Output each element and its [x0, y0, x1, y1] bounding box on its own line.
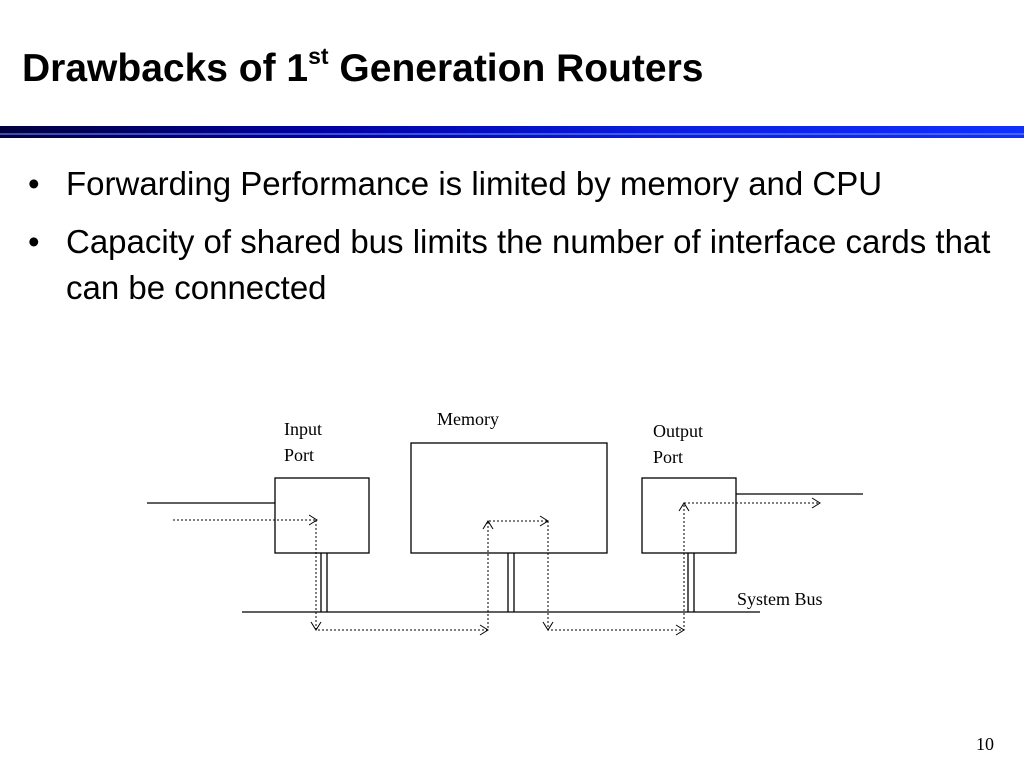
title-divider-highlight — [0, 133, 1024, 135]
memory-bus-connector — [507, 553, 515, 612]
bullet-list: • Forwarding Performance is limited by m… — [22, 161, 1012, 323]
input-port-label: Input Port — [284, 416, 322, 468]
arrowhead-down-icon — [542, 621, 554, 631]
title-prefix: Drawbacks of 1 — [22, 47, 309, 90]
title-superscript: st — [308, 43, 329, 69]
arrowhead-right-icon — [539, 515, 549, 527]
arrowhead-right-icon — [675, 624, 685, 636]
bullet-icon: • — [28, 223, 40, 260]
input-port-label-line1: Input — [284, 419, 322, 439]
output-port-label-line1: Output — [653, 421, 704, 441]
output-port-bus-connector — [687, 553, 695, 612]
arrowhead-up-icon — [482, 520, 494, 530]
title-suffix: Generation Routers — [328, 47, 704, 90]
bullet-item: • Capacity of shared bus limits the numb… — [22, 219, 1012, 311]
arrowhead-right-icon — [308, 514, 318, 526]
bullet-item: • Forwarding Performance is limited by m… — [22, 161, 1012, 207]
page-number: 10 — [976, 734, 994, 754]
arrowhead-right-icon — [811, 497, 821, 509]
memory-box — [410, 442, 608, 554]
memory-label: Memory — [437, 409, 499, 429]
bullet-icon: • — [28, 165, 40, 202]
input-port-box — [274, 477, 370, 554]
arrowhead-right-icon — [479, 624, 489, 636]
arrowhead-up-icon — [678, 502, 690, 512]
arrowhead-down-icon — [310, 621, 322, 631]
output-port-box — [641, 477, 737, 554]
input-port-bus-connector — [320, 553, 328, 612]
slide-title: Drawbacks of 1st Generation Routers — [22, 43, 704, 91]
output-port-label: Output Port — [653, 418, 703, 470]
output-port-label-line2: Port — [653, 447, 684, 467]
bullet-text: Forwarding Performance is limited by mem… — [66, 165, 883, 202]
system-bus-label: System Bus — [737, 589, 823, 609]
title-divider — [0, 126, 1024, 138]
path-arrowheads — [308, 497, 821, 636]
input-port-label-line2: Port — [284, 445, 315, 465]
bullet-text: Capacity of shared bus limits the number… — [66, 223, 991, 306]
